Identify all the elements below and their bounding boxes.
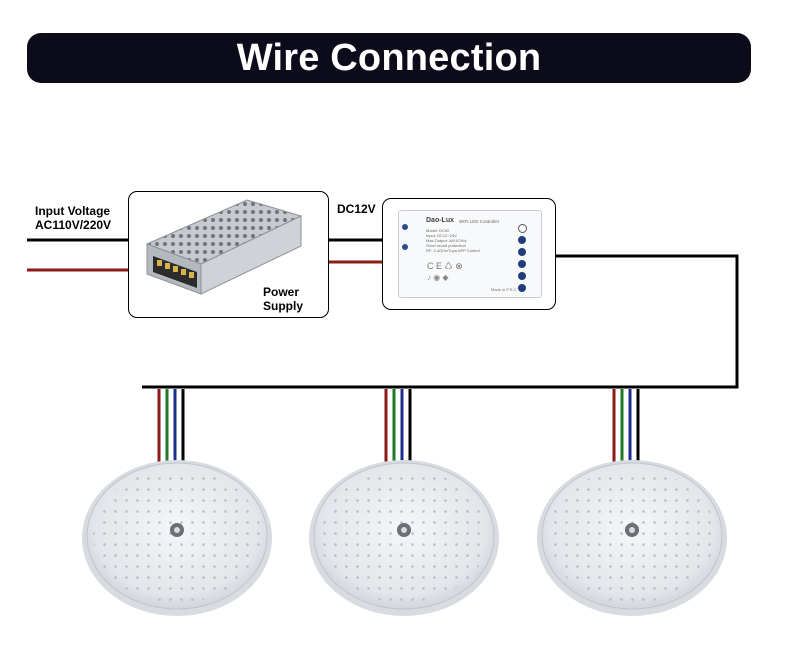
spec-line: Max.Output: 4A*4CH/s [426, 238, 467, 243]
power-supply-box: Power Supply [128, 191, 329, 318]
controller-brand: Dao-Lux [426, 217, 454, 224]
lamp-2-drop-wires [384, 389, 412, 462]
w-output-terminal [518, 284, 526, 292]
controller-name: WIFI LED Controller [459, 219, 500, 224]
diagram-title: Wire Connection [236, 36, 542, 79]
dc12v-label: DC12V [337, 202, 376, 216]
power-supply-image [145, 199, 303, 295]
v-plus-output-terminal [518, 236, 526, 244]
spec-line: Short circuit protection [426, 243, 466, 248]
power-label: Power [263, 285, 300, 299]
title-banner: Wire Connection [27, 33, 751, 83]
g-output-terminal [518, 260, 526, 268]
input-v-minus-terminal [402, 224, 408, 230]
controller-specs: Model: DC92 Input: DC12~24V Max.Output: … [426, 228, 480, 253]
app-icons: ♪ ◉ ◆ [427, 273, 449, 282]
ac-voltage-label: AC110V/220V [35, 218, 112, 232]
pool-light-1 [82, 460, 272, 616]
certification-icons: C E ♺ ⊗ [427, 261, 463, 271]
output-bus-wire [142, 254, 739, 389]
pool-light-2 [309, 460, 499, 616]
lamp-3-drop-wires [612, 389, 640, 462]
lamp-1-drop-wires [157, 389, 185, 462]
controller-box: Dao-Lux WIFI LED Controller Model: DC92 … [382, 198, 556, 310]
spec-line: Model: DC92 [426, 228, 450, 233]
mode-button [518, 224, 527, 233]
spec-line: RF: 2.4GHz/Tuya APP Control [426, 248, 480, 253]
made-in-label: Made in P.R.C [491, 287, 517, 292]
r-output-terminal [518, 248, 526, 256]
input-voltage-label: Input Voltage [35, 204, 111, 218]
b-output-terminal [518, 272, 526, 280]
pool-light-3 [537, 460, 727, 616]
input-v-plus-terminal [402, 244, 408, 250]
supply-label: Supply [263, 299, 304, 313]
wifi-led-controller: Dao-Lux WIFI LED Controller Model: DC92 … [398, 210, 542, 298]
spec-line: Input: DC12~24V [426, 233, 457, 238]
